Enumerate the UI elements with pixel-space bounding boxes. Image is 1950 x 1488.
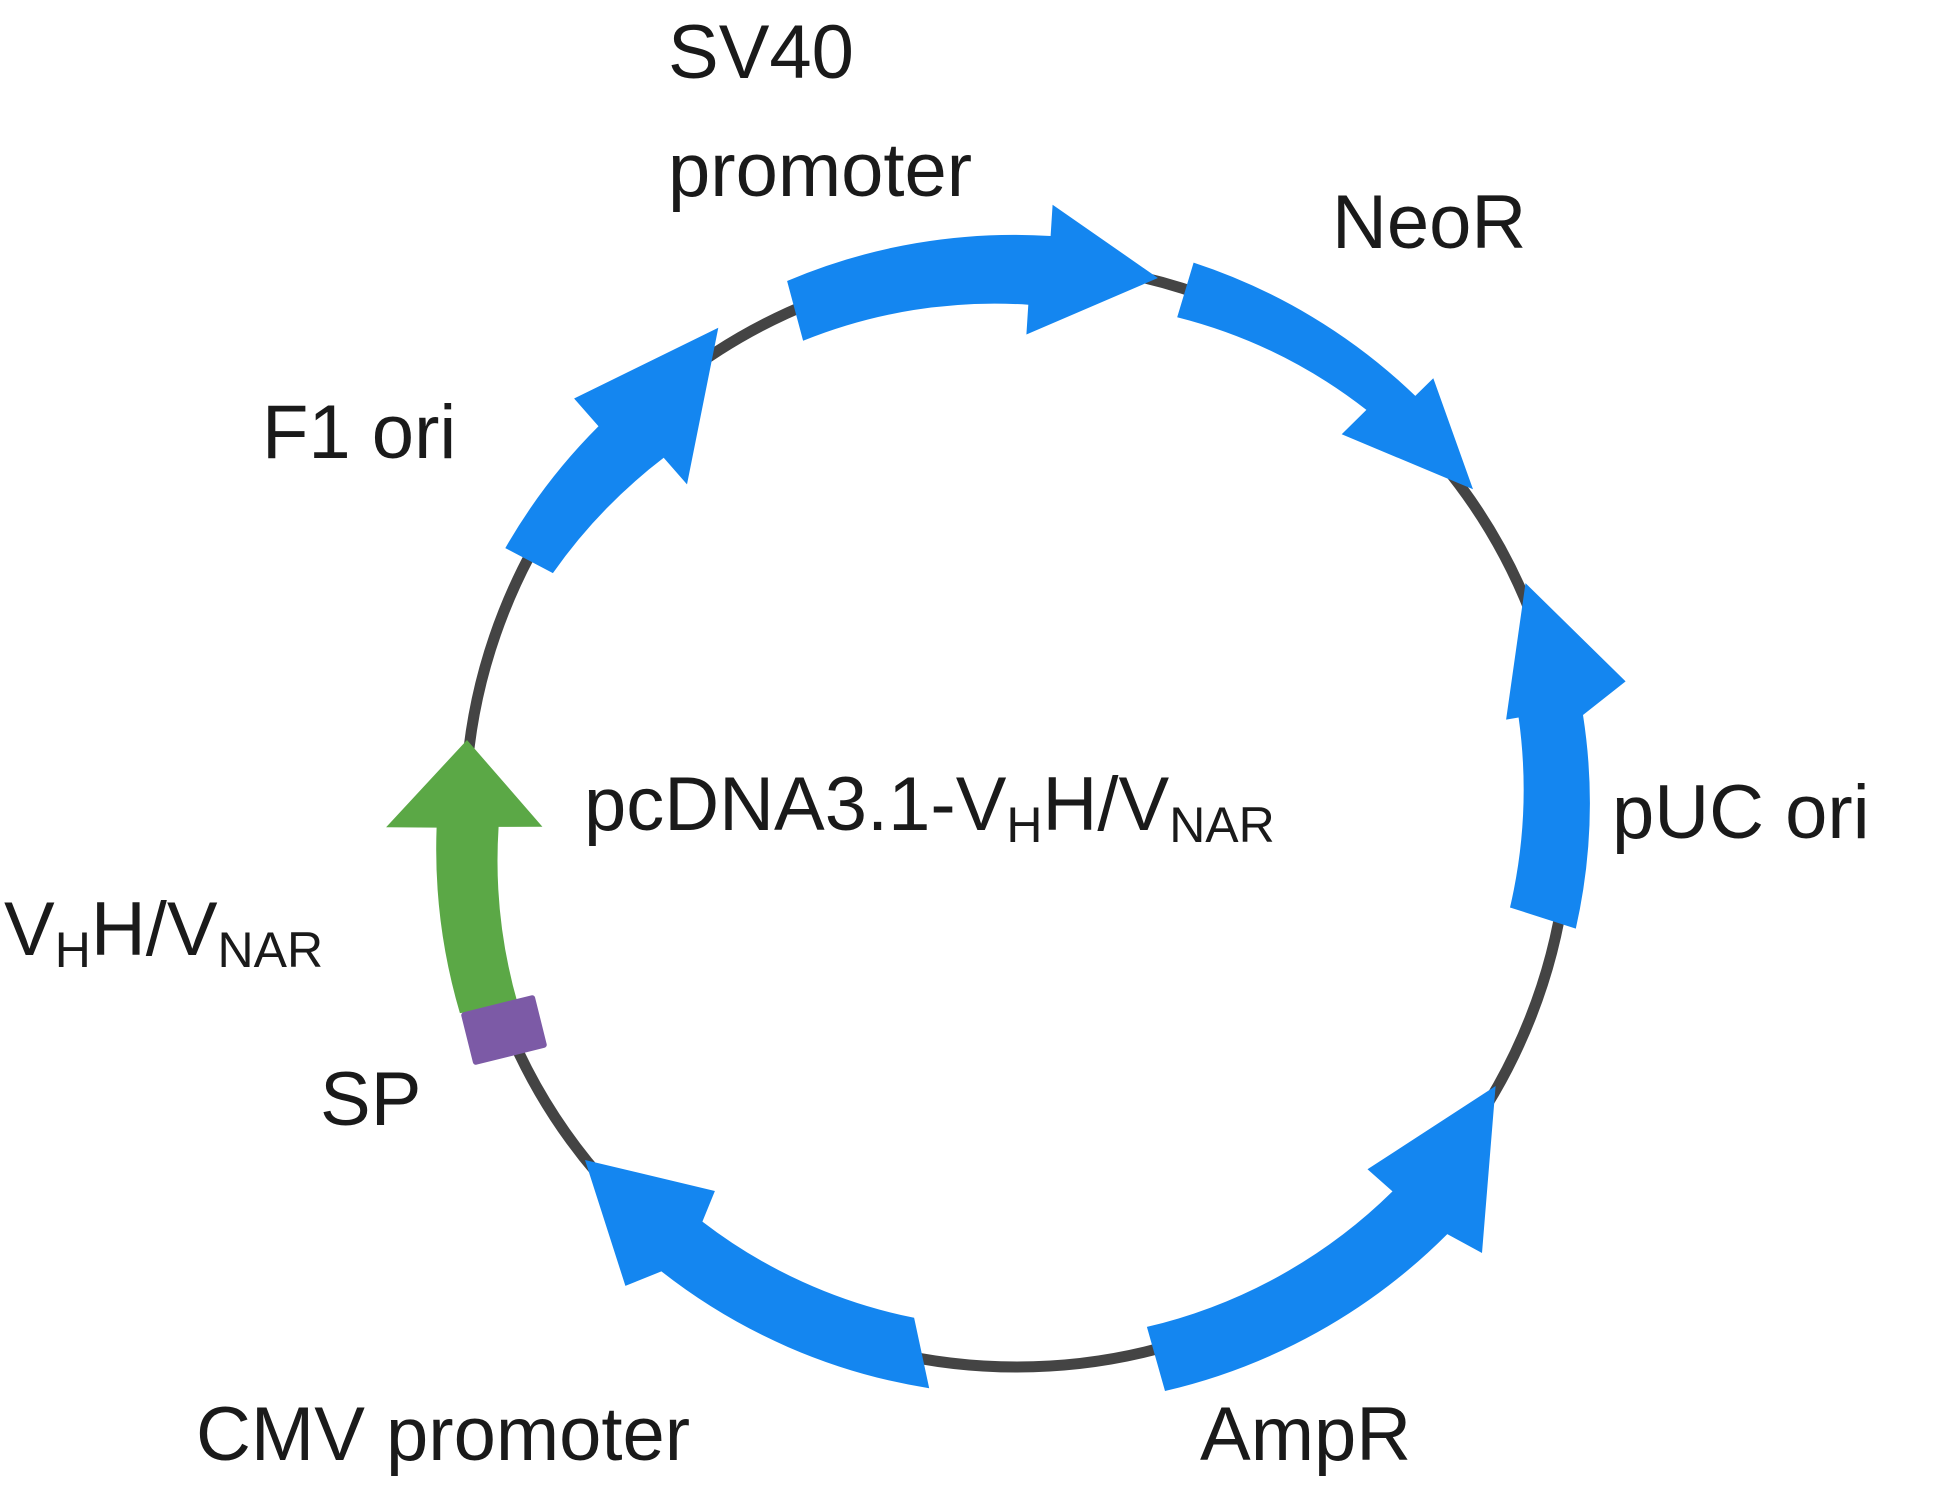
label-sp: SP — [320, 1057, 421, 1142]
plasmid-name-sub1: H — [1006, 797, 1042, 853]
feature-box-sp — [461, 995, 547, 1065]
label-f1-ori: F1 ori — [262, 390, 456, 475]
feature-arc-ampr — [1146, 1086, 1496, 1391]
label-vhh-vnar-v: V — [4, 887, 55, 972]
feature-arc-puc-ori — [1506, 583, 1626, 929]
label-cmv-promoter: CMV promoter — [196, 1392, 690, 1477]
label-puc-ori: pUC ori — [1612, 770, 1870, 855]
feature-arc-f1-ori — [505, 327, 719, 574]
feature-arc-vhh-vnar — [386, 740, 543, 1014]
plasmid-name-mid: H/V — [1043, 762, 1170, 847]
feature-arc-neor — [1177, 262, 1473, 490]
label-vhh-vnar: VHH/VNAR — [4, 887, 323, 978]
label-ampr: AmpR — [1200, 1392, 1411, 1477]
label-vhh-vnar-mid: H/V — [91, 887, 218, 972]
label-sv40-line1: SV40 — [668, 10, 854, 95]
plasmid-name-prefix: pcDNA3.1-V — [584, 762, 1007, 847]
label-vhh-vnar-sub1: H — [55, 922, 91, 978]
label-vhh-vnar-sub2: NAR — [218, 922, 324, 978]
plasmid-name: pcDNA3.1-VHH/VNAR — [584, 762, 1275, 853]
plasmid-name-sub2: NAR — [1169, 797, 1275, 853]
feature-arc-sv40-promoter — [787, 204, 1158, 341]
feature-arc-cmv-promoter — [585, 1160, 930, 1389]
label-neor: NeoR — [1332, 180, 1526, 265]
label-sv40-line2: promoter — [668, 128, 972, 213]
